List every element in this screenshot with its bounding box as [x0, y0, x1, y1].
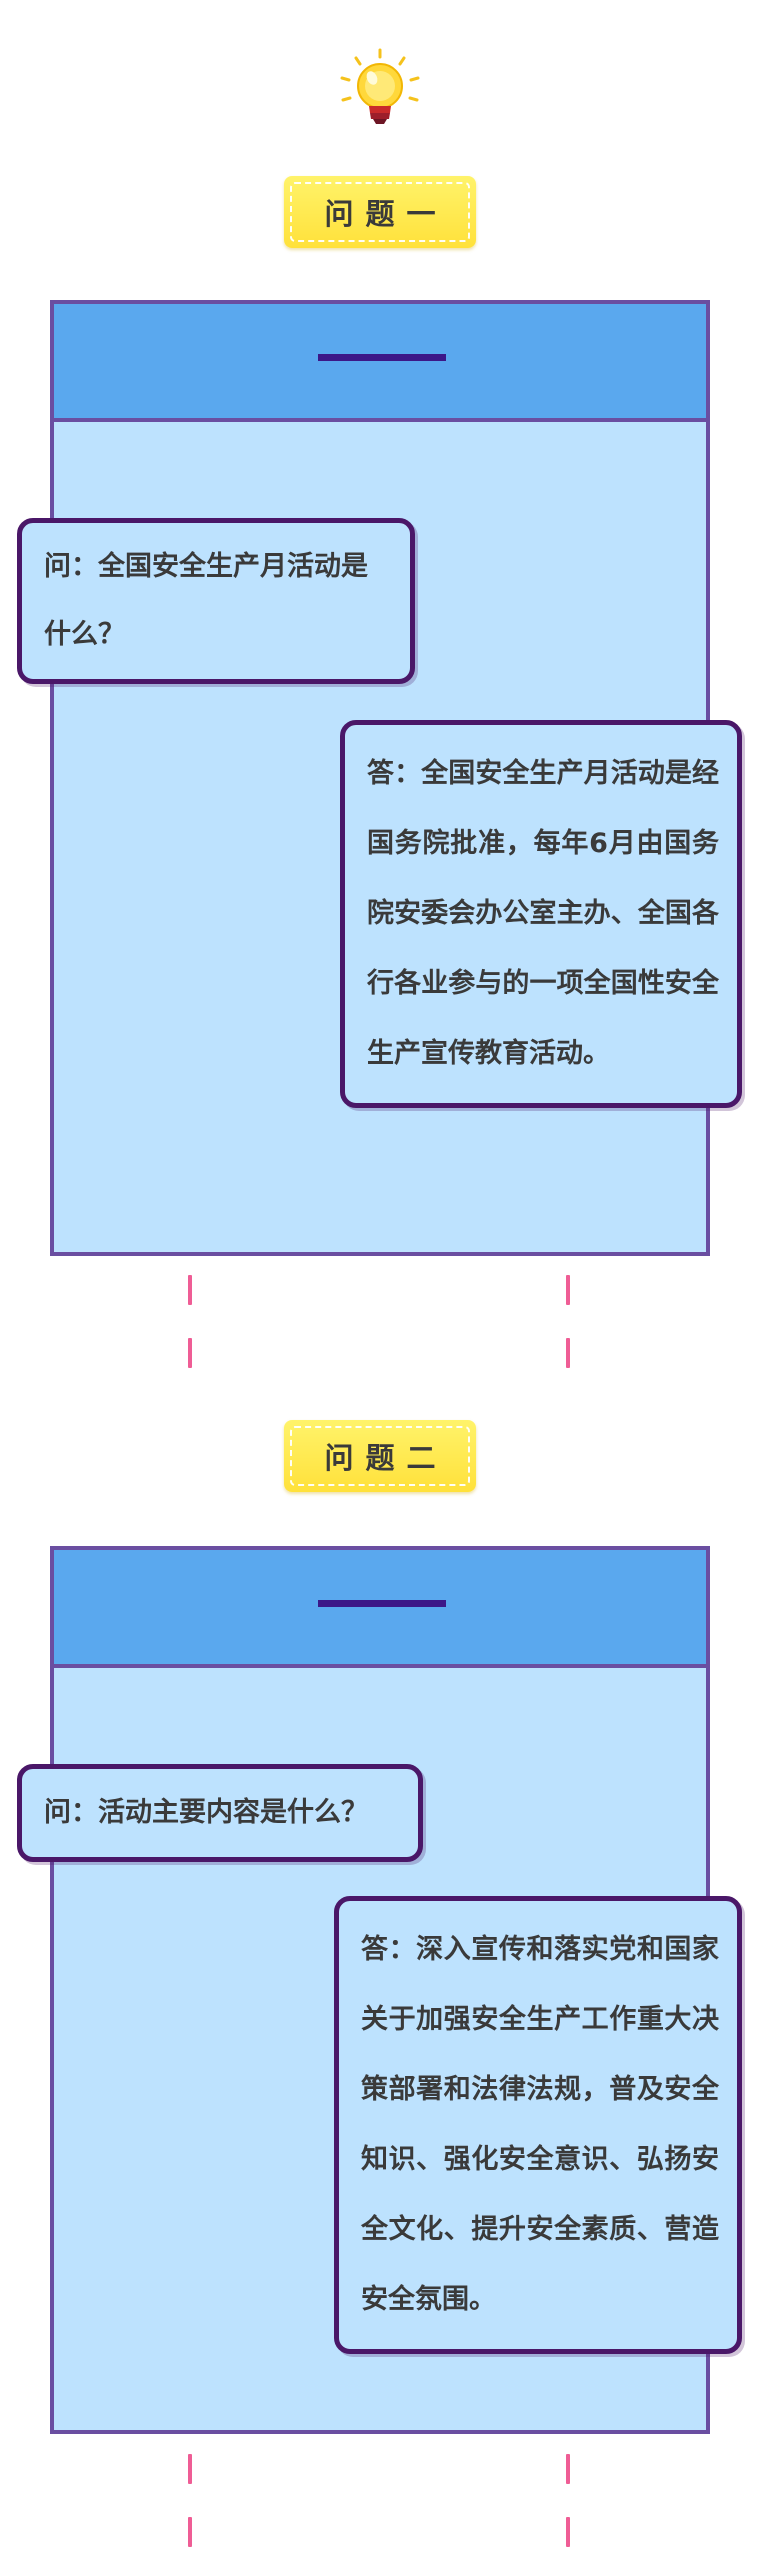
connector-dash — [188, 1338, 192, 1368]
section-title-badge-1: 问题一 — [284, 176, 476, 248]
connector-dash — [566, 1338, 570, 1368]
answer-bubble-2: 答：深入宣传和落实党和国家关于加强安全生产工作重大决策部署和法律法规，普及安全知… — [334, 1896, 742, 2354]
lightbulb-icon — [340, 48, 420, 124]
answer-text-2: 答：深入宣传和落实党和国家关于加强安全生产工作重大决策部署和法律法规，普及安全知… — [361, 1934, 719, 2315]
card-header-2 — [54, 1550, 706, 1668]
section-title-1: 问题一 — [324, 197, 448, 231]
connector-dash — [566, 2517, 570, 2547]
answer-text-1: 答：全国安全生产月活动是经国务院批准，每年6月由国务院安委会办公室主办、全国各行… — [367, 758, 719, 1069]
section-title-2: 问题二 — [324, 1441, 448, 1475]
card-header-1 — [54, 304, 706, 422]
connector-dash — [566, 2454, 570, 2484]
answer-bubble-1: 答：全国安全生产月活动是经国务院批准，每年6月由国务院安委会办公室主办、全国各行… — [340, 720, 742, 1108]
card-header-bar-2 — [318, 1600, 446, 1607]
card-header-bar-1 — [318, 354, 446, 361]
question-bubble-1: 问：全国安全生产月活动是什么？ — [17, 518, 415, 684]
connector-dash — [188, 2517, 192, 2547]
question-bubble-2: 问：活动主要内容是什么？ — [17, 1764, 423, 1862]
question-text-2: 问：活动主要内容是什么？ — [44, 1797, 368, 1828]
section-title-badge-2: 问题二 — [284, 1420, 476, 1492]
connector-dash — [188, 2454, 192, 2484]
question-text-1: 问：全国安全生产月活动是什么？ — [44, 551, 368, 650]
connector-dash — [566, 1275, 570, 1305]
connector-dash — [188, 1275, 192, 1305]
